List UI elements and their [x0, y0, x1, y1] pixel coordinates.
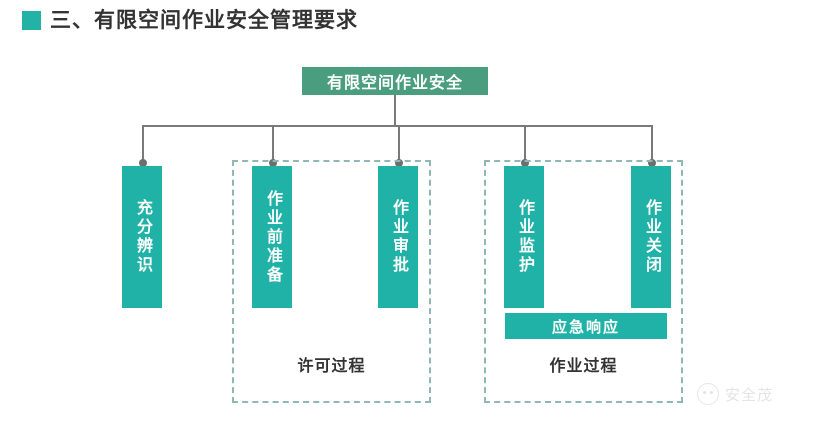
group-label-operation: 作业过程 — [549, 358, 618, 375]
page-title: 三、有限空间作业安全管理要求 — [50, 9, 358, 32]
connector-drop-supervise — [524, 125, 526, 161]
connector-dot-prepare — [269, 159, 277, 167]
node-emergency-response[interactable]: 应急响应 — [505, 313, 667, 339]
group-label-permit: 许可过程 — [297, 358, 366, 375]
node-root-label: 有限空间作业安全 — [326, 75, 463, 92]
connector-drop-approve — [398, 125, 400, 161]
watermark: 安全茂 — [697, 383, 773, 405]
node-identify-label: 充分辨识 — [134, 199, 151, 275]
node-emergency-response-label: 应急响应 — [551, 318, 620, 336]
face-circle-icon — [697, 383, 719, 405]
node-supervise[interactable]: 作业监护 — [504, 166, 544, 308]
node-close[interactable]: 作业关闭 — [631, 166, 671, 308]
connector-root-stem — [394, 95, 396, 125]
group-box-operation — [484, 160, 683, 403]
org-chart-diagram: 有限空间作业安全 许可过程 作业过程 充分辨识 作业前准备 作业审批 作业监护 … — [0, 42, 815, 429]
connector-dot-approve — [395, 159, 403, 167]
connector-dot-identify — [139, 159, 147, 167]
group-box-permit — [232, 160, 431, 403]
node-prepare-label: 作业前准备 — [264, 189, 281, 285]
node-prepare[interactable]: 作业前准备 — [252, 166, 292, 308]
connector-dot-close — [648, 159, 656, 167]
node-supervise-label: 作业监护 — [516, 199, 533, 275]
page-header: 三、有限空间作业安全管理要求 — [0, 0, 815, 42]
connector-drop-identify — [142, 125, 144, 161]
node-close-label: 作业关闭 — [643, 199, 660, 275]
connector-drop-prepare — [272, 125, 274, 161]
connector-drop-close — [651, 125, 653, 161]
node-identify[interactable]: 充分辨识 — [122, 166, 162, 308]
watermark-text: 安全茂 — [725, 386, 774, 404]
node-approve-label: 作业审批 — [390, 199, 407, 275]
connector-horizontal-bus — [142, 125, 652, 127]
node-approve[interactable]: 作业审批 — [378, 166, 418, 308]
connector-dot-supervise — [521, 159, 529, 167]
node-root-safety[interactable]: 有限空间作业安全 — [302, 67, 488, 95]
square-bullet-icon — [22, 11, 41, 30]
